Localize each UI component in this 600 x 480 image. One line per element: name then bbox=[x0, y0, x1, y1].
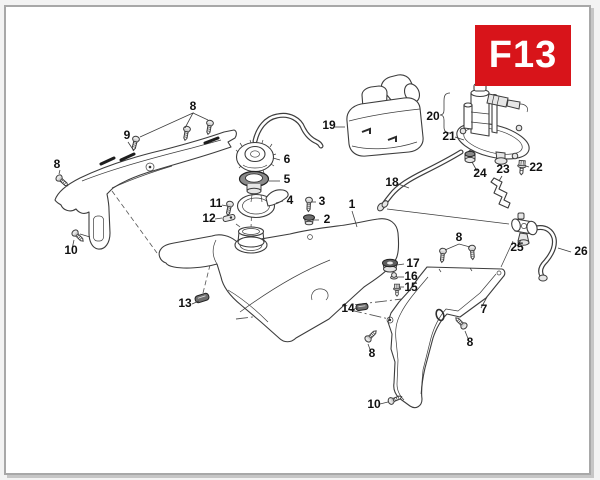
fuel-hose-18 bbox=[377, 149, 464, 212]
callout-3: 3 bbox=[319, 194, 326, 208]
right-side-cover bbox=[386, 266, 506, 409]
screw-10-left bbox=[70, 228, 87, 245]
fuel-tank bbox=[158, 218, 400, 343]
tank-pad-14 bbox=[355, 303, 369, 311]
screw-8-top-c bbox=[204, 119, 215, 136]
screw-8-panel-right bbox=[452, 314, 469, 331]
figure-code-badge: F13 bbox=[475, 25, 571, 86]
screw-16 bbox=[390, 272, 398, 280]
callout-20: 20 bbox=[426, 109, 440, 123]
tank-grommet-17 bbox=[382, 258, 398, 273]
callout-12: 12 bbox=[202, 211, 216, 225]
callout-21: 21 bbox=[442, 129, 456, 143]
callout-22: 22 bbox=[529, 160, 543, 174]
filler-collar bbox=[236, 189, 289, 219]
callout-19: 19 bbox=[322, 118, 336, 132]
screw-8-top-a bbox=[129, 135, 141, 152]
callout-8d: 8 bbox=[369, 346, 376, 360]
callout-8b: 8 bbox=[54, 157, 61, 171]
breather-hose bbox=[252, 112, 324, 149]
tank-pad-13 bbox=[194, 292, 210, 304]
callout-18: 18 bbox=[385, 175, 399, 189]
screw-8-panel-left bbox=[363, 327, 380, 344]
screw-8-top-b bbox=[181, 125, 192, 142]
callout-8a: 8 bbox=[190, 99, 197, 113]
callout-23: 23 bbox=[496, 162, 510, 176]
grommet-2 bbox=[303, 214, 315, 226]
canister bbox=[346, 74, 424, 157]
fasteners bbox=[54, 119, 527, 406]
callout-13: 13 bbox=[178, 296, 192, 310]
callout-14: 14 bbox=[341, 301, 355, 315]
callout-11: 11 bbox=[210, 196, 223, 210]
fuel-cap bbox=[235, 139, 277, 175]
bolt-15 bbox=[393, 283, 401, 297]
fuel-pump-module bbox=[456, 83, 530, 165]
callout-8c: 8 bbox=[456, 230, 463, 244]
callout-7: 7 bbox=[481, 302, 488, 316]
callout-9: 9 bbox=[124, 128, 131, 142]
callout-4: 4 bbox=[287, 193, 294, 207]
callout-2: 2 bbox=[324, 212, 331, 226]
cap-gasket bbox=[238, 170, 270, 195]
bolt-22 bbox=[516, 159, 527, 176]
bracket-23 bbox=[490, 177, 511, 209]
callout-5: 5 bbox=[284, 172, 291, 186]
callout-1: 1 bbox=[349, 197, 356, 211]
leader-lines bbox=[58, 112, 572, 405]
screw-8-left bbox=[54, 173, 71, 189]
callout-26: 26 bbox=[574, 244, 588, 258]
callout-10a: 10 bbox=[64, 243, 78, 257]
callout-17: 17 bbox=[406, 256, 420, 270]
left-side-cover bbox=[54, 129, 237, 250]
callout-25: 25 bbox=[510, 240, 524, 254]
callout-16: 16 bbox=[404, 269, 418, 283]
bushing-24 bbox=[464, 150, 476, 164]
screw-11 bbox=[223, 200, 235, 217]
screw-3 bbox=[304, 196, 314, 213]
callout-15: 15 bbox=[404, 280, 418, 294]
callout-8e: 8 bbox=[467, 335, 474, 349]
callout-10b: 10 bbox=[367, 397, 381, 411]
fuel-valve-25 bbox=[511, 212, 557, 282]
callout-6: 6 bbox=[284, 152, 291, 166]
clamp-12 bbox=[222, 213, 236, 223]
callout-24: 24 bbox=[473, 166, 487, 180]
callout-labels: 1 2 3 4 5 6 7 8 8 8 8 8 9 10 10 11 12 13… bbox=[54, 99, 588, 411]
bracket-20-brace bbox=[439, 92, 451, 134]
figure-code: F13 bbox=[488, 34, 558, 76]
